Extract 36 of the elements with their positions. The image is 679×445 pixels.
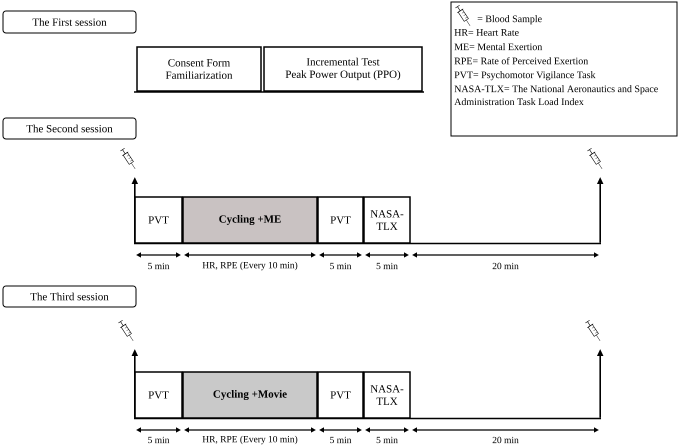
step-box: Consent Form Familiarization — [136, 46, 262, 92]
syringe-icon — [585, 320, 600, 342]
legend-text: = Blood Sample — [478, 15, 542, 24]
syringe-icon — [587, 148, 602, 170]
task-box: PVT — [134, 371, 183, 419]
duration-label: 5 min — [376, 436, 398, 444]
timeline-bar — [134, 418, 601, 420]
task-box: PVT — [134, 196, 183, 244]
duration-label: 5 min — [330, 436, 352, 444]
legend-text: ME= Mental Exertion — [454, 43, 542, 50]
step-box: Incremental Test Peak Power Output (PPO) — [263, 46, 423, 92]
legend-text: PVT= Psychomotor Vigilance Task — [454, 71, 596, 80]
session-label: The Third session — [2, 286, 136, 308]
duration-label: 5 min — [330, 262, 352, 270]
timeline-bar — [134, 91, 424, 93]
syringe-icon — [120, 148, 136, 170]
syringe-icon — [118, 320, 134, 342]
duration-label: 5 min — [148, 262, 170, 270]
session-label: The Second session — [2, 118, 136, 140]
timeline-bar — [134, 242, 601, 244]
legend-text: NASA-TLX= The National Aeronautics and Space Administration Task Load Index — [454, 85, 658, 106]
duration-label: 5 min — [148, 436, 170, 444]
task-box: PVT — [317, 196, 364, 244]
task-box: NASA-TLX — [363, 196, 411, 244]
task-box: Cycling +ME — [182, 196, 318, 244]
duration-label: 20 min — [492, 436, 519, 444]
legend-text: HR= Heart Rate — [454, 29, 519, 36]
duration-label: 20 min — [492, 262, 519, 270]
duration-label: HR, RPE (Every 10 min) — [202, 436, 298, 444]
task-box: NASA-TLX — [363, 371, 411, 419]
task-box: PVT — [317, 371, 364, 419]
legend-text: RPE= Rate of Perceived Exertion — [454, 57, 588, 64]
duration-label: 5 min — [376, 262, 398, 270]
duration-label: HR, RPE (Every 10 min) — [202, 262, 298, 270]
session-label: The First session — [2, 10, 136, 34]
task-box: Cycling +Movie — [182, 371, 318, 419]
